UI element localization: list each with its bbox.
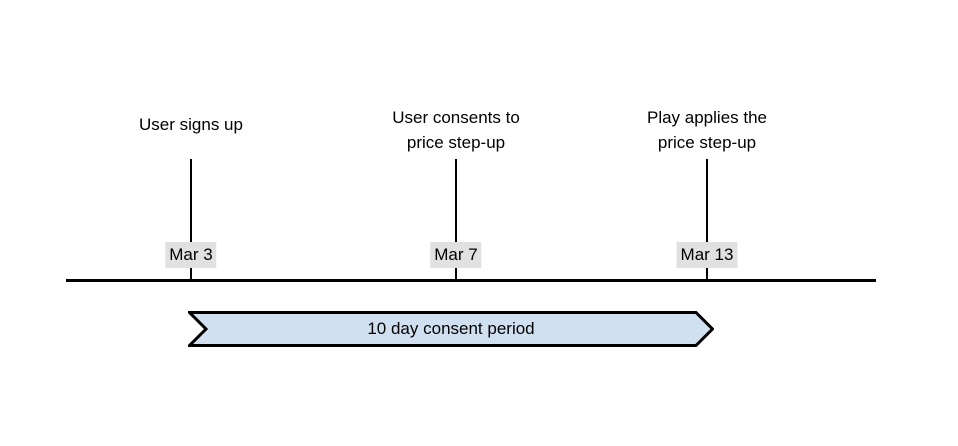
- event-label: Play applies the price step-up: [646, 108, 768, 152]
- event-tick-line: [706, 159, 708, 281]
- event-label: User consents to price step-up: [392, 108, 520, 152]
- event-date-badge: Mar 13: [676, 242, 738, 268]
- consent-period-banner[interactable]: 10 day consent period: [188, 311, 714, 347]
- chevron-banner-shape: [188, 311, 714, 347]
- consent-period-label: 10 day consent period: [367, 319, 535, 338]
- event-tick-line: [190, 159, 192, 281]
- event-date-badge: Mar 7: [430, 242, 482, 268]
- event-tick-line: [455, 159, 457, 281]
- event-label: User signs up: [139, 115, 243, 134]
- timeline-axis-line: [66, 279, 876, 282]
- event-date-badge: Mar 3: [165, 242, 217, 268]
